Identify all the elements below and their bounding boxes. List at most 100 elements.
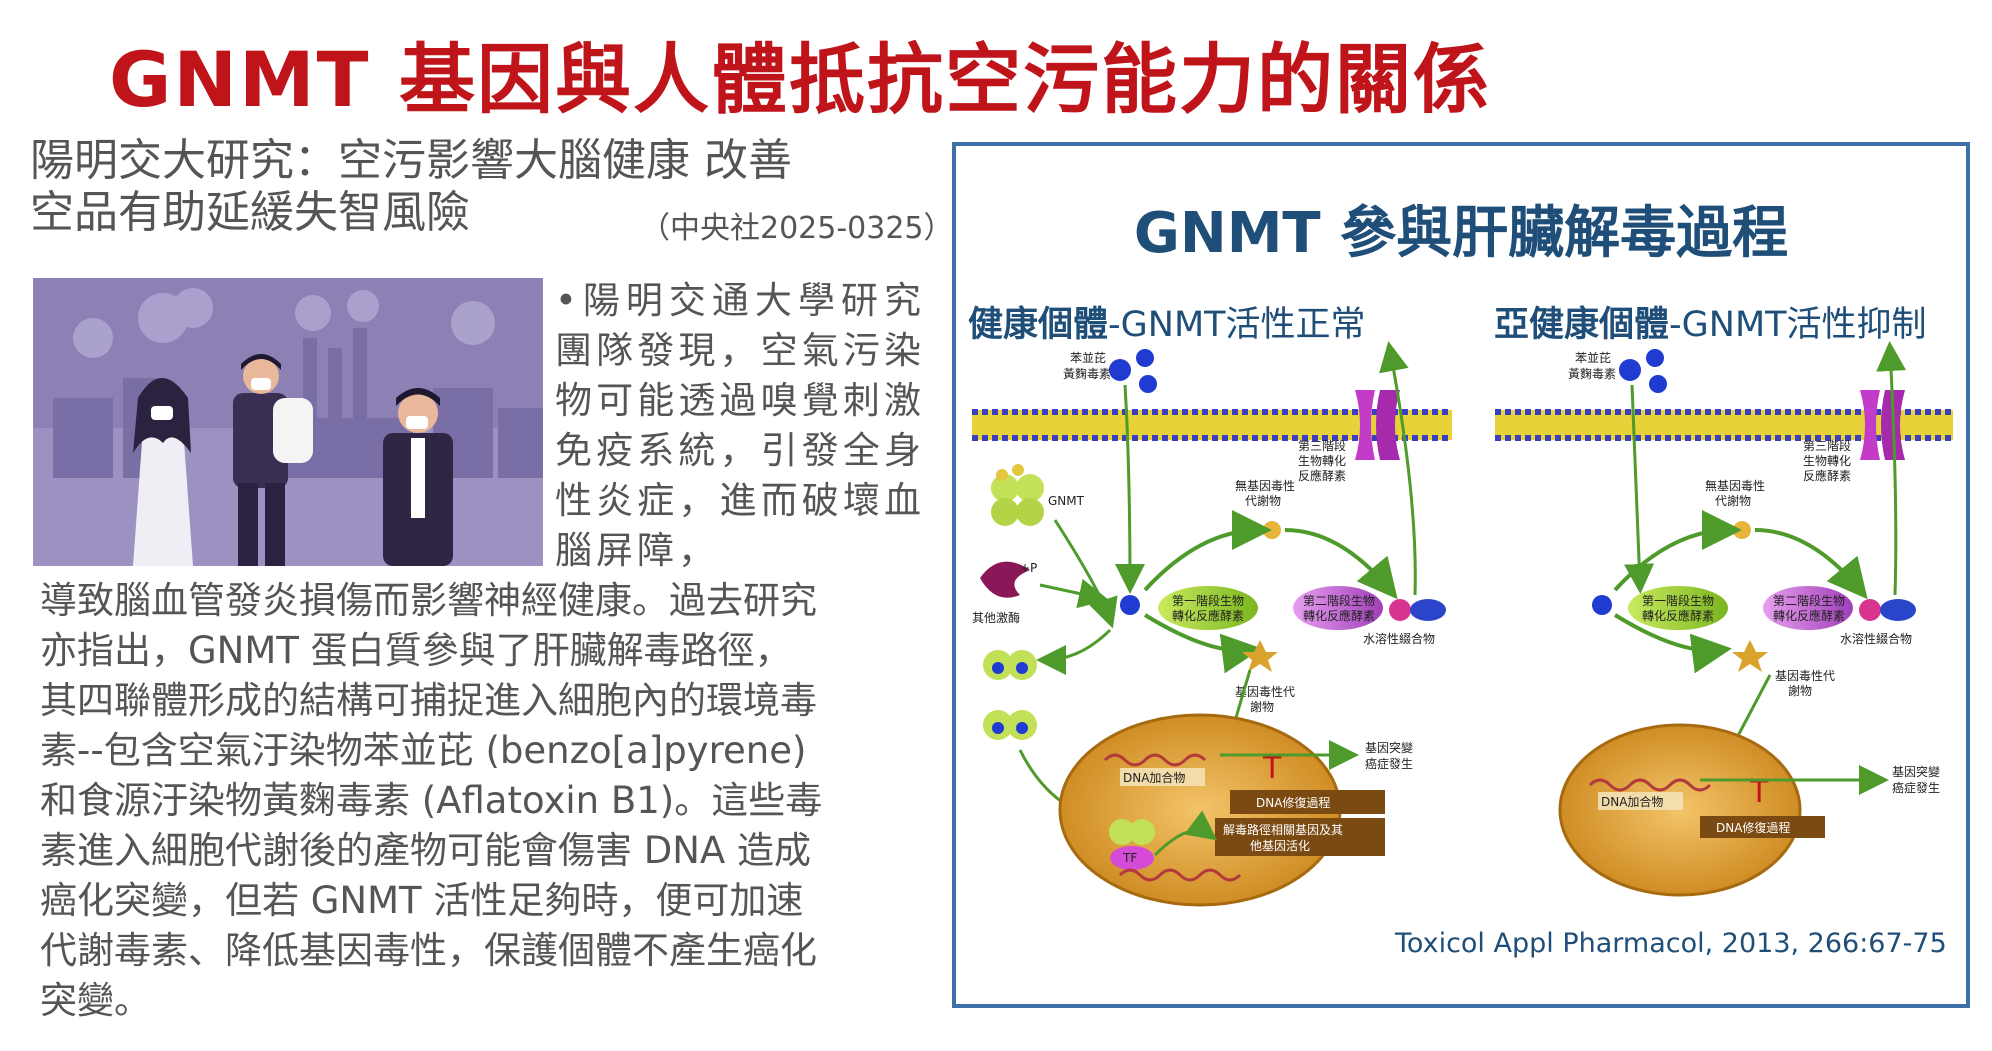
news-source: （中央社2025-0325）: [640, 211, 954, 246]
article-line: 其四聯體形成的結構可捕捉進入細胞內的環境毒: [40, 679, 817, 722]
headline-line-1: 陽明交大研究：空污影響大腦健康 改善: [30, 135, 792, 186]
plus-p-label: +P: [1020, 561, 1037, 575]
nontoxic-label: 無基因毒性: [1705, 478, 1765, 493]
gnmt-toxin-complex-icon: [983, 650, 1037, 680]
phase3-label: 第三階段: [1298, 438, 1346, 453]
headline-line-2: 空品有助延緩失智風險: [30, 187, 470, 238]
phase1-enzyme-icon: [1628, 586, 1728, 630]
dna-repair-box: [1230, 790, 1385, 814]
gnmt-tetramer-icon: [991, 464, 1044, 526]
article-line: 導致腦血管發炎損傷而影響神經健康。過去研究: [40, 579, 817, 622]
dna-repair-box: [1700, 816, 1825, 838]
figure-citation: Toxicol Appl Pharmacol, 2013, 266:67-75: [1395, 928, 1947, 959]
right-panel-title: 亞健康個體-GNMT活性抑制: [1494, 296, 1927, 347]
phase2-label: 轉化反應酵素: [1303, 608, 1375, 623]
phase3-label: 生物轉化: [1298, 454, 1346, 468]
inhibit-icon: T: [1749, 775, 1769, 810]
dna-adduct-label: DNA加合物: [1601, 794, 1663, 809]
nontoxic-label: 代謝物: [1245, 493, 1281, 508]
article-line: 和食源汙染物黃麴毒素 (Aflatoxin B1)。這些毒: [40, 779, 823, 822]
kinase-icon: [980, 561, 1030, 598]
mutation-label: 基因突變: [1365, 740, 1413, 755]
toxin-label: 黃麴毒素: [1063, 367, 1111, 381]
gene-activation-label: 他基因活化: [1250, 839, 1310, 853]
nontoxic-metabolite-icon: [1733, 521, 1751, 539]
article-line: 亦指出，GNMT 蛋白質參與了肝臟解毒路徑，: [40, 629, 792, 672]
conjugate-icon: [1859, 599, 1916, 621]
nontoxic-metabolite-icon: [1263, 521, 1281, 539]
figure-title: GNMT 參與肝臟解毒過程: [1133, 201, 1789, 266]
genotoxic-label: 基因毒性代: [1775, 669, 1835, 683]
inhibit-icon: T: [1262, 751, 1282, 786]
detox-pathway-diagram: 苯並芘 黃麴毒素 GNMT +P 其他激酶 第一階段生物 轉化反應酵素 第二階段…: [972, 341, 1953, 907]
dna-strand-icon: [1118, 868, 1242, 882]
article-body: 導致腦血管發炎損傷而影響神經健康。過去研究 亦指出，GNMT 蛋白質參與了肝臟解…: [40, 576, 925, 1026]
phase1-label: 第一階段生物: [1642, 593, 1714, 608]
toxin-molecule-icon: [1649, 375, 1667, 393]
article-line: 癌化突變，但若 GNMT 活性足夠時，便可加速: [40, 879, 804, 922]
phase2-enzyme-icon: [1763, 586, 1853, 630]
toxin-molecule-icon: [1619, 359, 1641, 381]
genotoxic-label: 謝物: [1250, 699, 1274, 714]
phase3-label: 反應酵素: [1298, 468, 1346, 483]
right-cell-membrane: [1495, 409, 1953, 441]
toxin-molecule-icon: [1109, 359, 1131, 381]
genotoxic-metabolite-icon: [1242, 640, 1278, 672]
kinase-label: 其他激酶: [972, 610, 1020, 625]
toxin-molecule-icon: [1592, 595, 1612, 615]
article-line: 素--包含空氣汙染物苯並芘 (benzo[a]pyrene): [40, 729, 807, 772]
right-panel-title-bold: 亞健康個體: [1494, 305, 1670, 345]
gnmt-toxin-complex-icon: [983, 710, 1037, 740]
phase3-label: 第三階段: [1803, 438, 1851, 453]
toxin-label: 苯並芘: [1070, 350, 1106, 365]
toxin-molecule-icon: [1136, 349, 1154, 367]
phase2-label: 第二階段生物: [1773, 593, 1845, 608]
news-headline: 陽明交大研究：空污影響大腦健康 改善 空品有助延緩失智風險 （中央社2025-0…: [30, 135, 954, 246]
dna-strand-icon: [1588, 778, 1712, 792]
phase1-label: 轉化反應酵素: [1642, 608, 1714, 623]
air-pollution-illustration: [33, 278, 543, 566]
genotoxic-metabolite-icon: [1732, 640, 1768, 672]
phase2-label: 轉化反應酵素: [1773, 608, 1845, 623]
phase1-enzyme-icon: [1158, 586, 1258, 630]
conjugate-icon: [1389, 599, 1446, 621]
nontoxic-label: 代謝物: [1715, 493, 1751, 508]
pollution-scene-graphic: [33, 278, 543, 566]
main-title: GNMT 基因與人體抵抗空污能力的關係: [109, 35, 1491, 124]
phase3-label: 生物轉化: [1803, 454, 1851, 468]
dna-adduct-label: DNA加合物: [1123, 770, 1185, 785]
phase1-label: 第一階段生物: [1172, 593, 1244, 608]
phase1-label: 轉化反應酵素: [1172, 608, 1244, 623]
toxin-label: 苯並芘: [1575, 350, 1611, 365]
figure-frame: [952, 142, 1970, 1008]
article-line: 素進入細胞代謝後的產物可能會傷害 DNA 造成: [40, 829, 812, 872]
genotoxic-label: 基因毒性代: [1235, 685, 1295, 699]
left-panel-title-rest: -GNMT活性正常: [1108, 305, 1366, 345]
transcription-factor-icon: [1109, 819, 1155, 870]
phase3-label: 反應酵素: [1803, 468, 1851, 483]
tf-label: TF: [1122, 851, 1137, 865]
genotoxic-label: 謝物: [1788, 683, 1812, 698]
phase2-label: 第二階段生物: [1303, 593, 1375, 608]
toxin-molecule-icon: [1139, 375, 1157, 393]
transporter-channel-icon: [1355, 390, 1400, 460]
phase2-enzyme-icon: [1293, 586, 1383, 630]
toxin-label: 黃麴毒素: [1568, 367, 1616, 381]
transporter-channel-icon: [1860, 390, 1905, 460]
dna-repair-label: DNA修復過程: [1256, 795, 1330, 810]
gene-activation-box: [1215, 818, 1385, 856]
article-line: 代謝毒素、降低基因毒性，保護個體不產生癌化: [40, 929, 817, 972]
mutation-label: 基因突變: [1892, 764, 1940, 779]
conjugate-label: 水溶性綴合物: [1840, 631, 1912, 646]
toxin-molecule-icon: [1646, 349, 1664, 367]
article-line: 突變。: [40, 979, 151, 1022]
right-panel-title-rest: -GNMT活性抑制: [1669, 305, 1927, 345]
gene-activation-label: 解毒路徑相關基因及其: [1223, 822, 1343, 837]
dna-strand-icon: [1103, 753, 1207, 767]
conjugate-label: 水溶性綴合物: [1363, 631, 1435, 646]
left-panel-title-bold: 健康個體: [968, 305, 1109, 345]
left-cell-membrane: [972, 409, 1452, 441]
dna-repair-label: DNA修復過程: [1716, 820, 1790, 835]
nontoxic-label: 無基因毒性: [1235, 478, 1295, 493]
mutation-label: 癌症發生: [1892, 780, 1940, 795]
